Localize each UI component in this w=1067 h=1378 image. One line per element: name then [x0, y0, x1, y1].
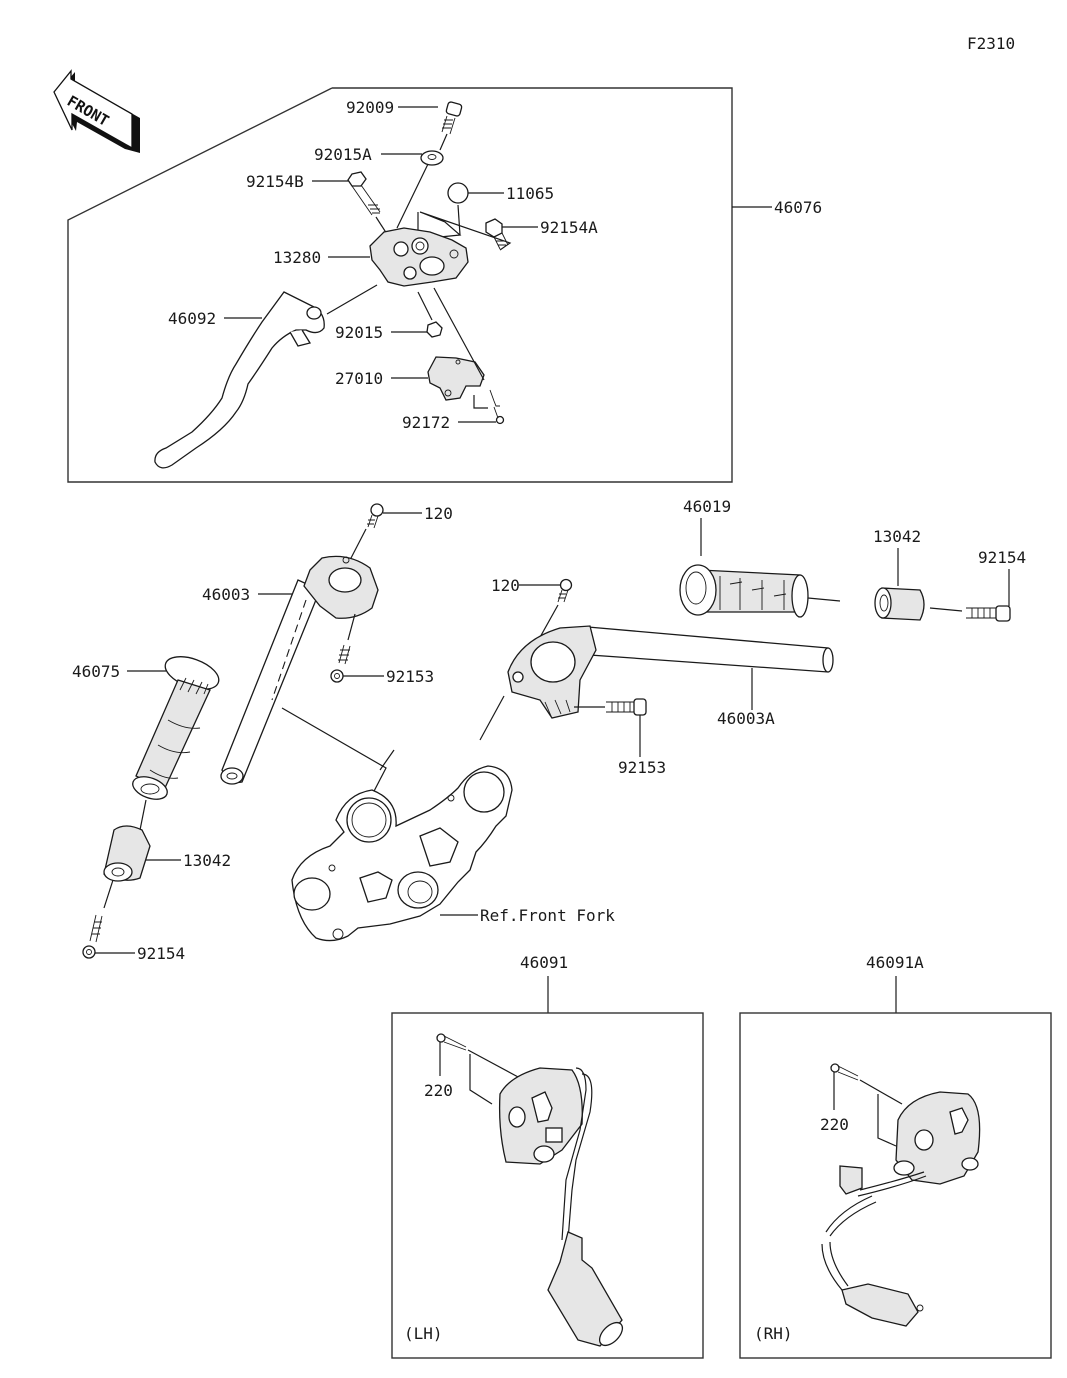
label-220-lh: 220 — [424, 1081, 453, 1100]
top-fork-bracket-icon — [291, 765, 513, 942]
label-rh: (RH) — [754, 1324, 793, 1343]
right-grip-46019-icon — [679, 564, 809, 618]
front-arrow-icon: FRONT — [53, 69, 140, 153]
screw-220-rh-icon — [830, 1063, 859, 1081]
label-27010: 27010 — [335, 369, 383, 388]
nut-92015-icon — [426, 321, 443, 338]
switch-rh-frame — [739, 1012, 1052, 1359]
bolt-92153-left-icon — [330, 644, 351, 683]
bolt-92009-icon — [441, 101, 463, 135]
bar-end-weight-13042-right-icon — [874, 587, 925, 621]
bolt-120-left-icon — [367, 503, 384, 529]
assembly-frame — [67, 87, 733, 483]
cap-11065-icon — [447, 182, 469, 204]
label-46019: 46019 — [683, 497, 731, 516]
label-13042-left: 13042 — [183, 851, 231, 870]
clutch-switch-27010-icon — [427, 356, 485, 401]
label-92154B: 92154B — [246, 172, 304, 191]
handlebar-switch-rh-icon — [821, 1091, 981, 1327]
right-handlebar-46003A-icon — [507, 625, 834, 719]
bolt-92154-left-icon — [82, 914, 103, 959]
label-lh: (LH) — [404, 1324, 443, 1343]
label-46092: 46092 — [168, 309, 216, 328]
label-92015A: 92015A — [314, 145, 372, 164]
screw-92172-icon — [495, 415, 505, 425]
screw-220-lh-icon — [436, 1033, 467, 1051]
label-92153-left: 92153 — [386, 667, 434, 686]
clutch-lever-46092-icon — [154, 284, 378, 469]
label-92015: 92015 — [335, 323, 383, 342]
handlebar-assembly: 120 46003 92153 46075 — [72, 497, 1026, 963]
lever-holder-13280-icon — [369, 227, 469, 287]
label-120-right: 120 — [491, 576, 520, 595]
label-92154-right: 92154 — [978, 548, 1026, 567]
label-46075: 46075 — [72, 662, 120, 681]
bolt-92154A-icon — [485, 218, 503, 238]
washer-92015A-icon — [420, 150, 444, 166]
bolt-120-right-icon — [557, 578, 573, 603]
label-46091: 46091 — [520, 953, 568, 972]
label-11065: 11065 — [506, 184, 554, 203]
label-13042-right: 13042 — [873, 527, 921, 546]
bar-end-weight-13042-left-icon — [103, 825, 151, 882]
clutch-lever-assembly: 46076 92009 92015A 92154B 11065 — [67, 87, 822, 483]
label-92009: 92009 — [346, 98, 394, 117]
label-92172: 92172 — [402, 413, 450, 432]
bolt-92154B-icon — [347, 171, 381, 216]
label-92154A: 92154A — [540, 218, 598, 237]
switch-lh-group: 46091 (LH) 220 — [391, 953, 704, 1359]
diagram-code: F2310 — [967, 34, 1015, 53]
label-ref-front-fork: Ref.Front Fork — [480, 906, 615, 925]
switch-lh-frame — [391, 1012, 704, 1359]
label-13280: 13280 — [273, 248, 321, 267]
label-46091A: 46091A — [866, 953, 924, 972]
switch-rh-group: 46091A (RH) 220 — [739, 953, 1052, 1359]
label-92153-right: 92153 — [618, 758, 666, 777]
label-120-left: 120 — [424, 504, 453, 523]
left-handlebar-46003-icon — [220, 555, 387, 858]
label-46076: 46076 — [774, 198, 822, 217]
bolt-92154-right-icon — [966, 605, 1011, 622]
label-46003A: 46003A — [717, 709, 775, 728]
left-grip-46075-icon — [132, 656, 220, 800]
handlebar-switch-lh-icon — [498, 1067, 624, 1347]
bolt-92153-right-icon — [606, 698, 647, 716]
label-92154-left: 92154 — [137, 944, 185, 963]
label-220-rh: 220 — [820, 1115, 849, 1134]
label-46003: 46003 — [202, 585, 250, 604]
